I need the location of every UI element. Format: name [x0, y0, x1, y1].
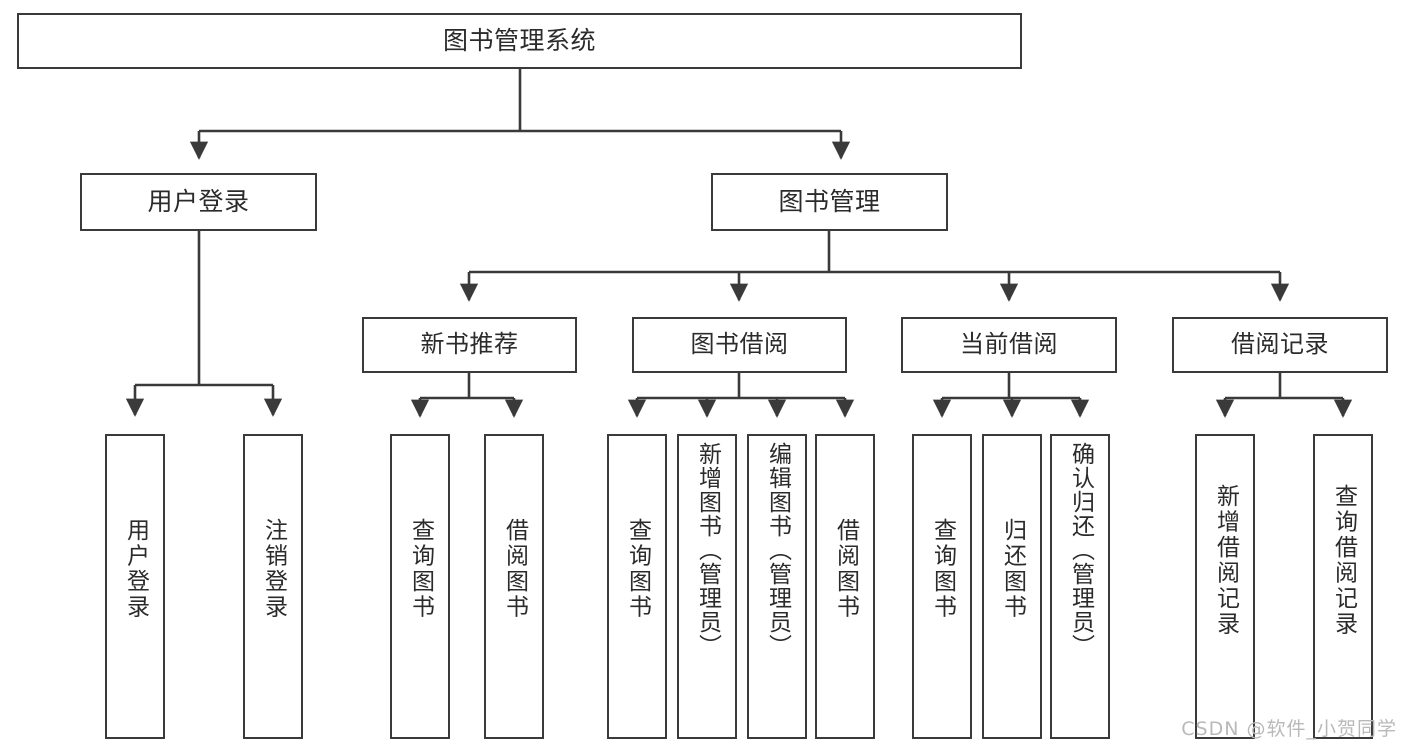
leaf-query-borrow-record-label: 查询借阅记录 — [1330, 484, 1357, 637]
leaf-confirm-return-admin-label: 确认归还（管理员） — [1067, 442, 1094, 658]
leaf-add-borrow-record-label: 新增借阅记录 — [1212, 484, 1239, 637]
node-current-borrow-label: 当前借阅 — [960, 330, 1058, 359]
node-book-management-label: 图书管理 — [778, 186, 881, 216]
node-borrow-record[interactable]: 借阅记录 — [1172, 317, 1388, 373]
leaf-query-book-current[interactable]: 查询图书 — [912, 434, 972, 739]
leaf-query-book-recommend[interactable]: 查询图书 — [390, 434, 450, 739]
node-book-management[interactable]: 图书管理 — [711, 173, 948, 231]
leaf-add-book-admin[interactable]: 新增图书（管理员） — [677, 434, 737, 739]
leaf-edit-book-admin-label: 编辑图书（管理员） — [764, 442, 791, 658]
leaf-logout-label: 注销登录 — [260, 518, 287, 620]
leaf-query-borrow-record[interactable]: 查询借阅记录 — [1313, 434, 1373, 739]
leaf-add-borrow-record[interactable]: 新增借阅记录 — [1195, 434, 1255, 739]
node-user-login[interactable]: 用户登录 — [80, 173, 317, 231]
leaf-query-book-borrow-label: 查询图书 — [624, 518, 651, 620]
leaf-query-book-current-label: 查询图书 — [929, 518, 956, 620]
node-root-label: 图书管理系统 — [442, 25, 596, 55]
leaf-user-login-label: 用户登录 — [122, 518, 149, 620]
leaf-query-book-recommend-label: 查询图书 — [407, 518, 434, 620]
leaf-confirm-return-admin[interactable]: 确认归还（管理员） — [1050, 434, 1110, 739]
node-new-book-recommend-label: 新书推荐 — [420, 330, 519, 359]
node-book-borrow-label: 图书借阅 — [690, 330, 789, 359]
leaf-edit-book-admin[interactable]: 编辑图书（管理员） — [747, 434, 807, 739]
leaf-add-book-admin-label: 新增图书（管理员） — [694, 442, 721, 658]
leaf-return-book[interactable]: 归还图书 — [982, 434, 1042, 739]
node-new-book-recommend[interactable]: 新书推荐 — [362, 317, 577, 373]
node-book-borrow[interactable]: 图书借阅 — [632, 317, 847, 373]
leaf-return-book-label: 归还图书 — [999, 518, 1026, 620]
leaf-borrow-book-recommend[interactable]: 借阅图书 — [484, 434, 544, 739]
leaf-user-login[interactable]: 用户登录 — [105, 434, 165, 739]
leaf-query-book-borrow[interactable]: 查询图书 — [607, 434, 667, 739]
leaf-borrow-book-label: 借阅图书 — [832, 518, 859, 620]
leaf-logout[interactable]: 注销登录 — [243, 434, 303, 739]
leaf-borrow-book[interactable]: 借阅图书 — [815, 434, 875, 739]
node-user-login-label: 用户登录 — [147, 186, 250, 216]
leaf-borrow-book-recommend-label: 借阅图书 — [501, 518, 528, 620]
node-borrow-record-label: 借阅记录 — [1231, 330, 1329, 359]
node-root[interactable]: 图书管理系统 — [17, 13, 1022, 69]
watermark-text: CSDN @软件_小贺同学 — [1181, 718, 1397, 740]
node-current-borrow[interactable]: 当前借阅 — [901, 317, 1117, 373]
